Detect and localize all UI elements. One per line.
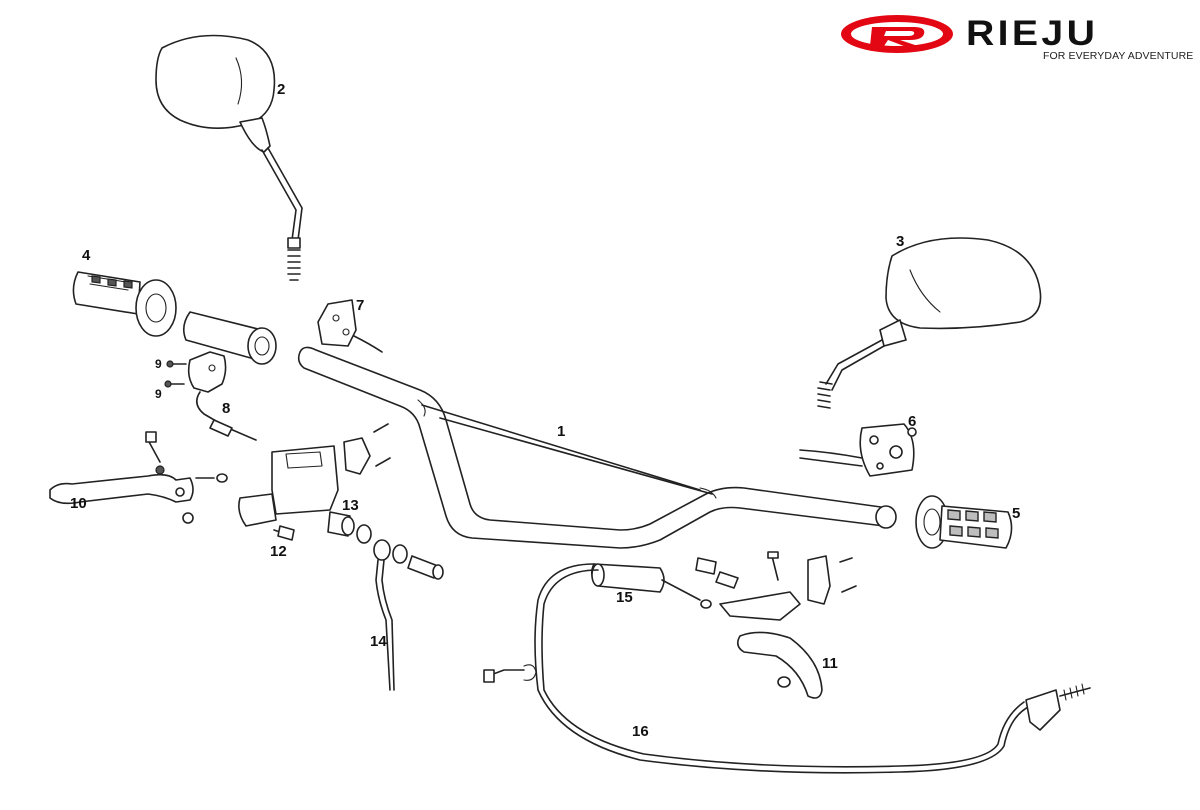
callout-4: 4 [82, 247, 91, 264]
right-grip [915, 495, 1013, 549]
brake-hose [356, 524, 444, 691]
brake-master-cylinder [238, 423, 391, 537]
callout-labels: 1 2 3 4 5 6 7 8 9 9 10 11 12 13 14 15 16 [70, 81, 1020, 740]
left-mirror [155, 34, 303, 281]
callout-9a: 9 [155, 357, 162, 371]
callout-2: 2 [277, 81, 285, 98]
left-switch-with-cable [187, 351, 257, 441]
callout-12: 12 [270, 543, 287, 560]
bleed-valve [273, 525, 295, 541]
front-brake-lever [49, 431, 228, 524]
control-cable [483, 563, 1091, 774]
screws [164, 360, 187, 388]
clutch-lever [719, 551, 857, 699]
left-grip [72, 271, 277, 365]
callout-11: 11 [822, 655, 838, 672]
right-mirror [817, 237, 1042, 409]
callout-5: 5 [1012, 505, 1020, 522]
handlebar [297, 346, 897, 549]
callout-9b: 9 [155, 387, 162, 401]
callout-15: 15 [616, 589, 633, 606]
callout-14: 14 [370, 633, 387, 650]
brand-tagline: FOR EVERYDAY ADVENTURE [1043, 50, 1194, 62]
callout-7: 7 [356, 297, 364, 314]
callout-16: 16 [632, 723, 649, 740]
clutch-cable-adjuster [590, 557, 739, 609]
switch-clamp [317, 299, 383, 353]
callout-1: 1 [557, 423, 565, 440]
callout-10: 10 [70, 495, 87, 512]
callout-6: 6 [908, 413, 916, 430]
callout-8: 8 [222, 400, 230, 417]
callout-13: 13 [342, 497, 359, 514]
brand-wordmark: RIEJU [966, 14, 1099, 53]
rieju-logo-emblem [841, 15, 953, 53]
right-switch-housing [799, 423, 917, 477]
callout-3: 3 [896, 233, 904, 250]
